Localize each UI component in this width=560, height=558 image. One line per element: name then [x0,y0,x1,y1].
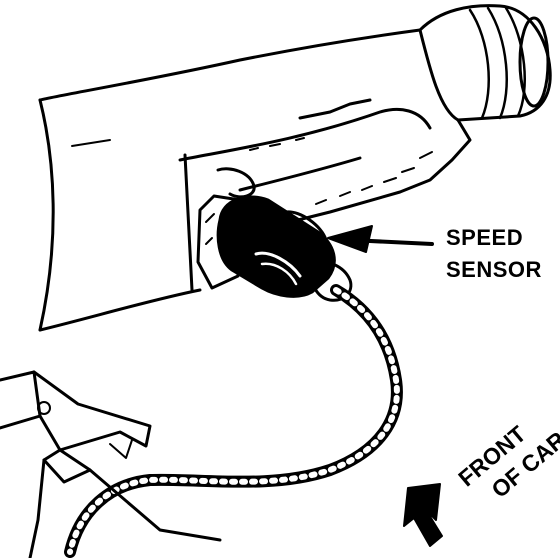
wiring-harness [64,284,403,558]
support-bracket [0,370,222,558]
speed-sensor [216,195,353,302]
transmission-housing [38,28,472,332]
output-shaft-seal [418,4,552,122]
speed-sensor-label-line2: SENSOR [446,257,542,282]
speed-sensor-label-line1: SPEED [446,225,524,250]
pointer-arrow [327,225,434,253]
front-direction-arrow [403,483,443,547]
speed-sensor-label: SPEED SENSOR [446,222,542,286]
sensor-mounting-pad [183,153,256,292]
